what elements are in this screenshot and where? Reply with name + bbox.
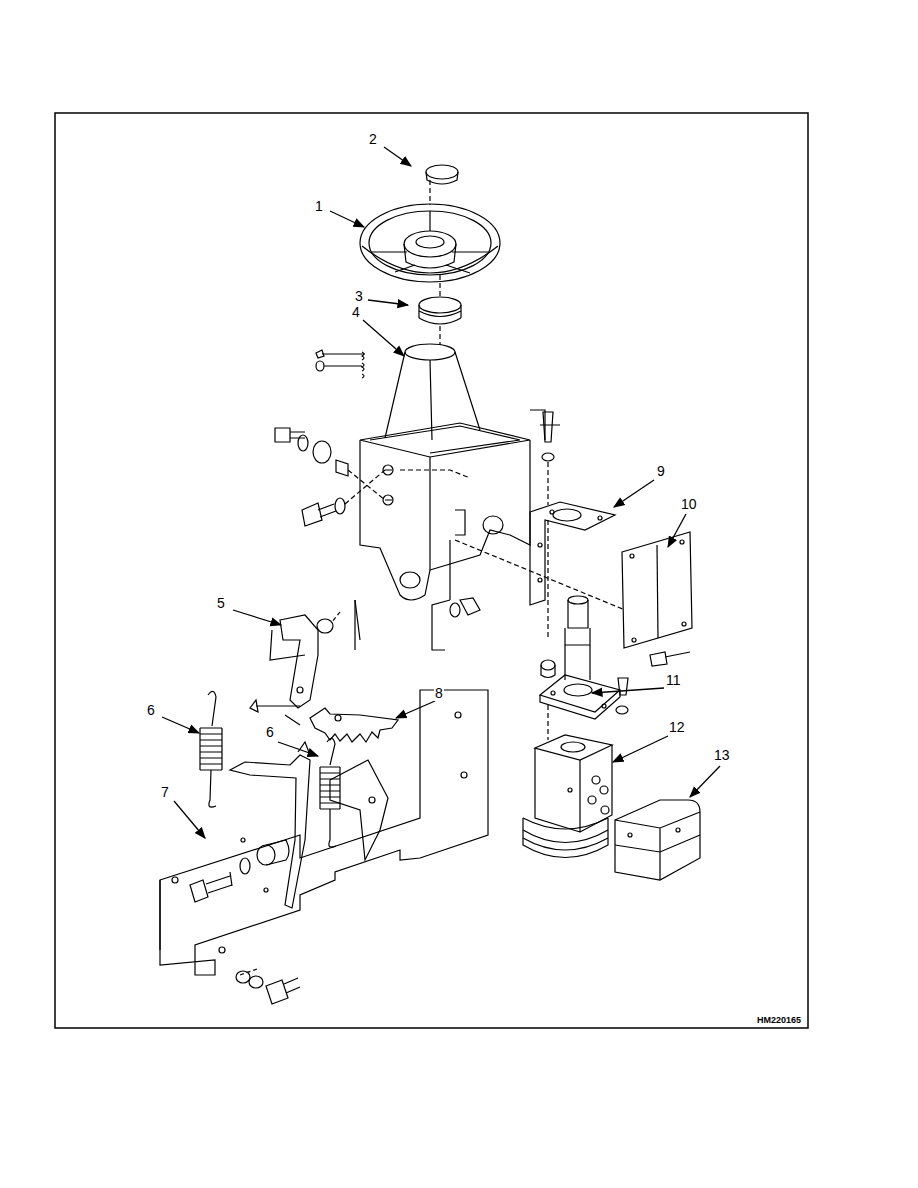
callout-number: 2 bbox=[368, 132, 378, 147]
steering-column-housing bbox=[360, 344, 530, 600]
callout-number: 10 bbox=[680, 497, 698, 512]
horn-cap bbox=[426, 165, 458, 184]
callout-number: 11 bbox=[665, 673, 682, 688]
callout-number: 13 bbox=[713, 748, 731, 763]
steering-shaft bbox=[540, 596, 628, 719]
valve-cover bbox=[615, 800, 700, 880]
mounting-hardware bbox=[275, 428, 385, 526]
leader-arrows bbox=[162, 147, 720, 838]
steering-control-valve bbox=[523, 735, 612, 858]
callout-number: 6 bbox=[146, 703, 156, 718]
brake-linkage bbox=[250, 600, 398, 742]
callout-number: 7 bbox=[160, 785, 170, 800]
callout-number: 6 bbox=[265, 725, 275, 740]
cover-plate bbox=[622, 532, 692, 666]
steering-wheel bbox=[360, 204, 500, 282]
frame bbox=[55, 113, 808, 1028]
pins bbox=[316, 350, 365, 378]
return-spring bbox=[200, 691, 222, 807]
callout-number: 5 bbox=[216, 596, 226, 611]
callout-number: 8 bbox=[434, 686, 444, 701]
callout-number: 9 bbox=[656, 464, 666, 479]
drawing-number: HM220165 bbox=[756, 1016, 802, 1026]
callout-number: 3 bbox=[354, 289, 364, 304]
bearing-seal bbox=[419, 297, 461, 324]
callout-number: 4 bbox=[351, 305, 361, 320]
pedal-mounting-plate bbox=[160, 690, 488, 1004]
callout-number: 1 bbox=[314, 199, 324, 214]
mounting-bracket bbox=[530, 502, 615, 605]
callout-number: 12 bbox=[668, 720, 686, 735]
